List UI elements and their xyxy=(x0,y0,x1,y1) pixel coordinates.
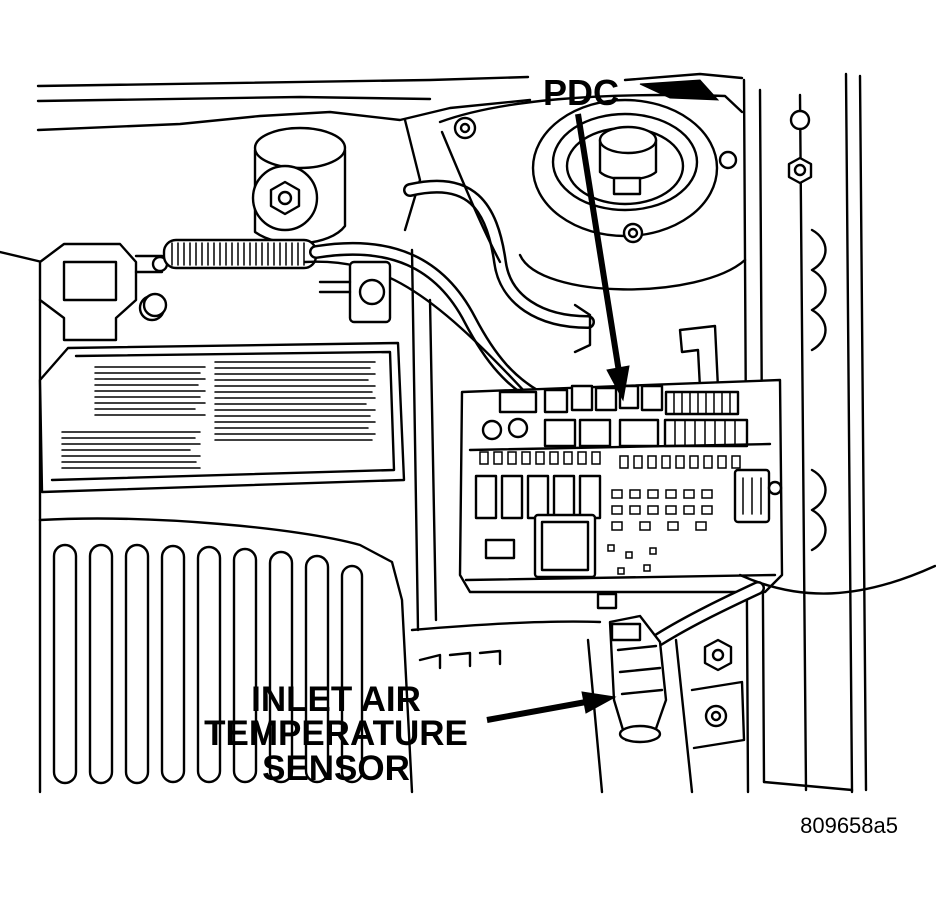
sensor-label-line-1: INLET AIR xyxy=(251,680,421,719)
figure-id: 809658a5 xyxy=(800,813,898,838)
wiring-harness xyxy=(303,130,595,403)
pdc-label: PDC xyxy=(543,72,619,113)
strut-tower xyxy=(453,98,747,291)
oil-filler-cap xyxy=(251,126,347,245)
corrugated-hose xyxy=(162,238,318,270)
cowl-panel xyxy=(36,72,744,232)
sensor-label-line-3: SENSOR xyxy=(262,749,410,788)
engine-cover xyxy=(38,248,438,632)
sensor-label-line-2: TEMPERATURE xyxy=(204,714,468,753)
electrical-connector xyxy=(0,242,169,342)
intake-manifold xyxy=(38,517,602,794)
pdc-callout-arrow xyxy=(575,113,630,402)
inlet-air-temperature-sensor xyxy=(586,564,936,794)
power-distribution-center xyxy=(458,324,784,610)
sensor-label: INLET AIR TEMPERATURE SENSOR xyxy=(204,680,468,788)
sensor-callout-arrow xyxy=(486,691,617,723)
